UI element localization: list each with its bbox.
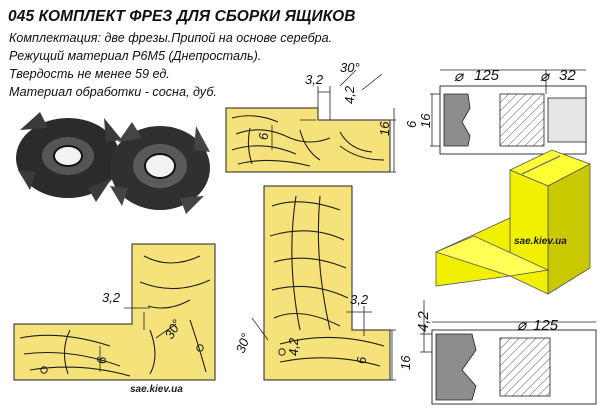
spec-kit: Комплектация: две фрезы.Припой на основе… <box>9 31 333 45</box>
cutter-photo-left <box>16 112 122 202</box>
top-cutter-diameter: 125 <box>474 67 500 84</box>
page-title: 045 КОМПЛЕКТ ФРЕЗ ДЛЯ СБОРКИ ЯЩИКОВ <box>8 8 356 25</box>
cutter-photo-right <box>110 122 210 214</box>
center-joint-width: 3,2 <box>350 292 369 307</box>
center-joint-board <box>251 185 396 381</box>
joint-3d-block <box>434 149 591 295</box>
top-cutter-thickness: 6 <box>404 120 419 128</box>
top-joint-depth: 4,2 <box>342 85 357 104</box>
left-joint-thickness: 6 <box>94 356 109 364</box>
spec-material: Режущий материал Р6М5 (Днепросталь). <box>9 49 262 63</box>
left-joint-width: 3,2 <box>102 290 121 305</box>
top-cutter-profile <box>430 69 587 155</box>
center-joint-thickness: 6 <box>354 356 369 364</box>
diameter-symbol-icon: ⌀ <box>517 317 528 334</box>
watermark-right: sae.kiev.ua <box>514 236 567 247</box>
diameter-symbol-icon: ⌀ <box>540 68 551 85</box>
center-joint-height: 16 <box>398 355 413 370</box>
spec-hardness: Твердость не менее 59 ед. <box>9 67 170 81</box>
watermark-left: sae.kiev.ua <box>130 384 183 395</box>
top-joint-board <box>225 69 396 173</box>
center-joint-depth: 4,2 <box>286 337 301 356</box>
bottom-cutter-depth: 4,2 <box>415 310 432 332</box>
top-joint-width: 3,2 <box>305 72 324 87</box>
top-joint-angle: 30° <box>340 60 360 75</box>
bottom-cutter-profile <box>420 300 597 405</box>
diameter-symbol-icon: ⌀ <box>454 68 465 85</box>
top-cutter-bore: 32 <box>559 67 576 84</box>
spec-workpiece: Материал обработки - сосна, дуб. <box>9 85 217 99</box>
top-joint-height: 16 <box>377 121 392 136</box>
left-joint-board <box>13 243 216 381</box>
top-joint-thickness: 6 <box>256 132 271 140</box>
center-joint-angle: 30° <box>233 331 254 355</box>
bottom-cutter-diameter: 125 <box>533 317 559 334</box>
top-cutter-height: 16 <box>418 113 433 128</box>
